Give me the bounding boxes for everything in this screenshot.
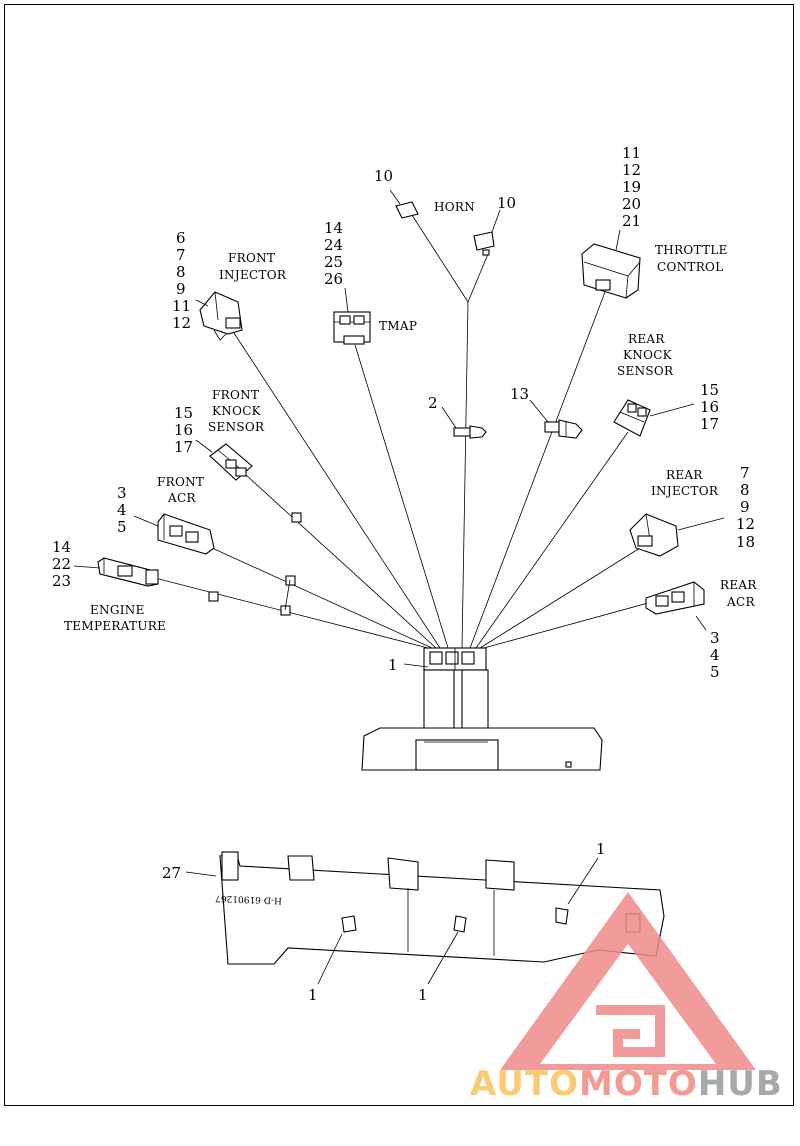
item-13-label: 13 (510, 385, 529, 403)
front-injector-label-2: INJECTOR (219, 268, 287, 282)
ecm-bracket-assembly (361, 647, 603, 771)
engine-temperature-connector (97, 557, 159, 587)
item-2-label: 2 (428, 394, 438, 412)
engine-temp-label-2: TEMPERATURE (64, 619, 166, 633)
front-injector-num-3: 8 (176, 263, 186, 281)
tmap-num-3: 25 (324, 253, 343, 271)
diagram-frame (4, 4, 794, 1106)
throttle-num-2: 12 (622, 161, 641, 179)
tmap-connector (333, 311, 371, 345)
tmap-num-2: 24 (324, 236, 343, 254)
rear-knock-label-1: REAR (628, 332, 665, 346)
horn-item-left: 10 (374, 167, 393, 185)
throttle-label-1: THROTTLE (655, 243, 728, 257)
front-acr-num-1: 3 (117, 484, 127, 502)
throttle-num-1: 11 (622, 144, 641, 162)
engine-temp-num-2: 22 (52, 555, 71, 573)
front-knock-num-2: 16 (174, 421, 193, 439)
rear-knock-num-1: 15 (700, 381, 719, 399)
front-knock-label-1: FRONT (212, 388, 259, 402)
rear-acr-num-2: 4 (710, 646, 720, 664)
front-injector-num-2: 7 (176, 246, 186, 264)
front-acr-connector (157, 513, 215, 555)
tmap-num-4: 26 (324, 270, 343, 288)
front-knock-num-3: 17 (174, 438, 193, 456)
ecm-tray-27: H-D 61901267 (215, 851, 665, 965)
horn-label: HORN (434, 200, 475, 214)
watermark-auto: AUTOMOTOHUB (470, 1064, 783, 1104)
tray-stamp: H-D 61901267 (215, 893, 282, 905)
engine-temp-label-1: ENGINE (90, 603, 145, 617)
rear-knock-label-2: KNOCK (623, 348, 673, 362)
item-1-top-label: 1 (388, 656, 398, 674)
throttle-num-5: 21 (622, 212, 641, 230)
rear-acr-num-3: 5 (710, 663, 720, 681)
leader-lines (73, 189, 725, 985)
front-acr-label-2: ACR (167, 491, 196, 505)
item-13-sensor (544, 419, 583, 439)
item-1-tray-right-label: 1 (596, 840, 606, 858)
rear-injector-label-1: REAR (666, 468, 703, 482)
rear-injector-label-2: INJECTOR (651, 484, 719, 498)
throttle-label-2: CONTROL (657, 260, 723, 274)
rear-injector-connector (629, 513, 679, 557)
front-injector-num-4: 9 (176, 280, 186, 298)
front-acr-num-3: 5 (117, 518, 127, 536)
front-injector-num-1: 6 (176, 229, 186, 247)
tmap-label: TMAP (379, 319, 417, 333)
front-injector-connector (199, 291, 243, 341)
throttle-num-3: 19 (622, 178, 641, 196)
rear-knock-num-2: 16 (700, 398, 719, 416)
rear-knock-label-3: SENSOR (617, 364, 674, 378)
rear-injector-num-3: 9 (740, 498, 750, 516)
throttle-num-4: 20 (622, 195, 641, 213)
rear-knock-num-3: 17 (700, 415, 719, 433)
front-injector-label-1: FRONT (228, 251, 275, 265)
rear-knock-sensor-connector (613, 399, 651, 437)
watermark-logo: AUTOMOTOHUB (470, 892, 783, 1104)
rear-acr-num-1: 3 (710, 629, 720, 647)
callout-labels: 10 HORN 10 11 12 19 20 21 THROTTLE CONTR… (52, 144, 757, 1004)
wire-bundle (154, 214, 649, 649)
front-knock-label-3: SENSOR (208, 420, 265, 434)
item-1-tray-mid-label: 1 (418, 986, 428, 1004)
rear-injector-num-1: 7 (740, 464, 750, 482)
engine-temp-num-1: 14 (52, 538, 71, 556)
front-knock-sensor-connector (209, 443, 253, 481)
throttle-control-connector (581, 243, 641, 299)
watermark-triangle (500, 892, 756, 1070)
rear-injector-num-4: 12 (736, 515, 755, 533)
front-knock-label-2: KNOCK (212, 404, 262, 418)
engine-temp-num-3: 23 (52, 572, 71, 590)
item-1-tray-left-label: 1 (308, 986, 318, 1004)
front-acr-label-1: FRONT (157, 475, 204, 489)
rear-acr-label-2: ACR (726, 595, 755, 609)
tmap-num-1: 14 (324, 219, 343, 237)
rear-injector-num-2: 8 (740, 481, 750, 499)
front-acr-num-2: 4 (117, 501, 127, 519)
rear-acr-connector (645, 581, 705, 615)
horn-item-right: 10 (497, 194, 516, 212)
front-injector-num-6: 12 (172, 314, 191, 332)
rear-injector-num-5: 18 (736, 533, 755, 551)
front-knock-num-1: 15 (174, 404, 193, 422)
horn-connector-right (473, 231, 495, 256)
rear-acr-label-1: REAR (720, 578, 757, 592)
item-2-fastener (453, 425, 487, 439)
horn-connector-left (395, 201, 419, 219)
item-27-label: 27 (162, 864, 181, 882)
front-injector-num-5: 11 (172, 297, 191, 315)
